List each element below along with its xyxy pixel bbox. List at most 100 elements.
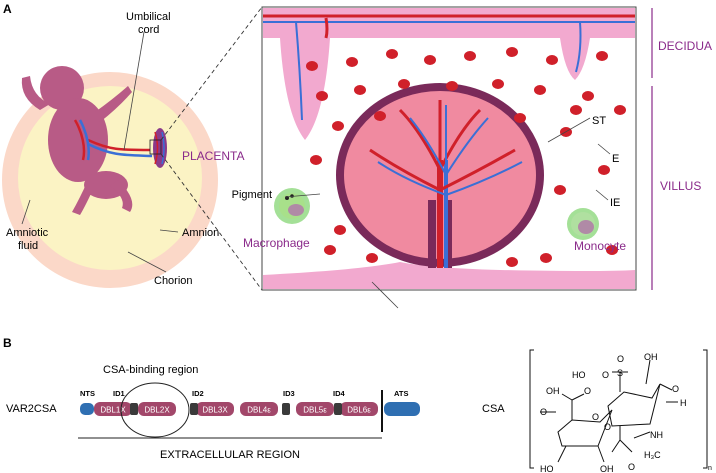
interdomain-block-1 bbox=[130, 403, 138, 415]
st-label: ST bbox=[592, 115, 606, 127]
csa-atom-label: H₃C bbox=[644, 450, 661, 460]
zoom-line-bottom bbox=[160, 153, 263, 291]
domain-block-1 bbox=[94, 402, 132, 416]
domain-block-3 bbox=[196, 402, 234, 416]
domain-block-5 bbox=[296, 402, 334, 416]
csa-atom-label: O bbox=[584, 386, 591, 396]
red-blood-cell bbox=[366, 253, 378, 263]
fluid-pointer-line bbox=[21, 199, 31, 225]
decidua-branch-vessel bbox=[575, 21, 582, 73]
red-blood-cell bbox=[492, 79, 504, 89]
umbilical-cord-vessels bbox=[73, 119, 153, 161]
csa-binding-region-outline bbox=[120, 382, 190, 438]
monocyte-cell bbox=[567, 208, 599, 240]
ats-segment bbox=[384, 402, 420, 416]
decidua-label: DECIDUA bbox=[658, 39, 712, 53]
red-blood-cell bbox=[324, 245, 336, 255]
ie-pointer-line bbox=[595, 189, 609, 201]
domain-block-2 bbox=[138, 402, 176, 416]
zoom-line-top bbox=[160, 6, 263, 141]
csa-atom-label: S bbox=[617, 368, 623, 378]
csa-atom-label: H bbox=[680, 398, 687, 408]
red-blood-cell bbox=[310, 155, 322, 165]
red-blood-cell bbox=[386, 49, 398, 59]
e-label: E bbox=[612, 153, 619, 165]
csa-atom-label: OH bbox=[600, 464, 614, 473]
umbilical-cord-label-line1: Umbilical bbox=[126, 11, 171, 23]
red-blood-cell bbox=[306, 61, 318, 71]
domain-label-4: DBL4ε bbox=[247, 406, 271, 415]
amniotic-fluid-label-line1: Amniotic bbox=[6, 227, 49, 239]
macrophage-label: Macrophage bbox=[243, 236, 310, 250]
red-blood-cell bbox=[598, 165, 610, 175]
macrophage-cell bbox=[274, 188, 310, 224]
domain-label-2: DBL2X bbox=[144, 406, 170, 415]
amniotic-fluid-label-line2: fluid bbox=[18, 240, 38, 252]
umbilical-cord-label-line2: cord bbox=[138, 24, 159, 36]
red-blood-cell bbox=[570, 105, 582, 115]
cord-pointer-line bbox=[123, 31, 145, 151]
nts-segment bbox=[80, 403, 94, 415]
csa-chemical-structure bbox=[529, 349, 708, 469]
csa-atom-label: NH bbox=[650, 430, 663, 440]
red-blood-cell bbox=[596, 51, 608, 61]
id2-label: ID2 bbox=[192, 389, 204, 398]
villus-tree bbox=[336, 83, 544, 268]
id1-label: ID1 bbox=[113, 389, 125, 398]
placenta-zoom-box bbox=[149, 139, 162, 155]
csa-atom-label: O bbox=[602, 370, 609, 380]
e-pointer-line bbox=[597, 143, 611, 155]
id3-label: ID3 bbox=[283, 389, 295, 398]
amnion-pointer-line bbox=[159, 229, 179, 233]
red-blood-cell bbox=[354, 85, 366, 95]
placenta-label: PLACENTA bbox=[182, 149, 244, 163]
var2csa-label: VAR2CSA bbox=[6, 403, 57, 415]
red-blood-cells bbox=[306, 47, 626, 267]
interdomain-block-3 bbox=[282, 403, 290, 415]
ie-label: IE bbox=[610, 197, 620, 209]
red-blood-cell bbox=[614, 105, 626, 115]
decidua-branch-vessel bbox=[295, 21, 303, 121]
extracellular-region-label: EXTRACELLULAR REGION bbox=[160, 449, 300, 461]
id4-label: ID4 bbox=[333, 389, 346, 398]
domain-label-1: DBL1X bbox=[100, 406, 126, 415]
red-blood-cell bbox=[606, 245, 618, 255]
basal-plate bbox=[263, 262, 635, 289]
domain-block-4 bbox=[240, 402, 278, 416]
csa-atom-label: HO bbox=[572, 370, 586, 380]
interdomain-block-4 bbox=[334, 403, 342, 415]
red-blood-cell bbox=[546, 55, 558, 65]
red-blood-cell bbox=[514, 113, 526, 123]
st-pointer-line bbox=[547, 117, 591, 143]
red-blood-cell bbox=[506, 257, 518, 267]
csa-atom-label: O bbox=[628, 462, 635, 472]
fetus-body bbox=[21, 66, 133, 215]
csa-atom-label: O bbox=[617, 354, 624, 364]
csa-atom-label: O bbox=[604, 422, 611, 432]
fetus-illustration bbox=[2, 31, 218, 288]
csa-atom-label: HO bbox=[540, 464, 554, 473]
ats-label: ATS bbox=[394, 389, 408, 398]
csa-atom-label: OH bbox=[546, 386, 560, 396]
nts-label: NTS bbox=[80, 389, 95, 398]
csa-atom-labels: HO S O O OH O H OH O O HO OH H₃C NH O O … bbox=[540, 352, 712, 473]
pigment-pointer-line bbox=[284, 193, 321, 198]
csa-atom-label: O bbox=[592, 412, 599, 422]
csa-atom-label: OH bbox=[644, 352, 658, 362]
decidua-branch-vessel bbox=[324, 17, 329, 39]
domain-label-5: DBL5ε bbox=[303, 406, 327, 415]
csa-atom-label: O bbox=[672, 384, 679, 394]
red-blood-cell bbox=[446, 81, 458, 91]
monocyte-label: Monocyte bbox=[574, 239, 626, 253]
panel-label-b: B bbox=[3, 336, 12, 350]
red-blood-cell bbox=[534, 85, 546, 95]
csa-binding-region-label: CSA-binding region bbox=[103, 364, 198, 376]
red-blood-cell bbox=[398, 79, 410, 89]
red-blood-cell bbox=[346, 57, 358, 67]
csa-atom-label: n bbox=[708, 465, 712, 472]
red-blood-cell bbox=[554, 185, 566, 195]
chorion-pointer-line bbox=[127, 251, 167, 273]
red-blood-cell bbox=[374, 111, 386, 121]
